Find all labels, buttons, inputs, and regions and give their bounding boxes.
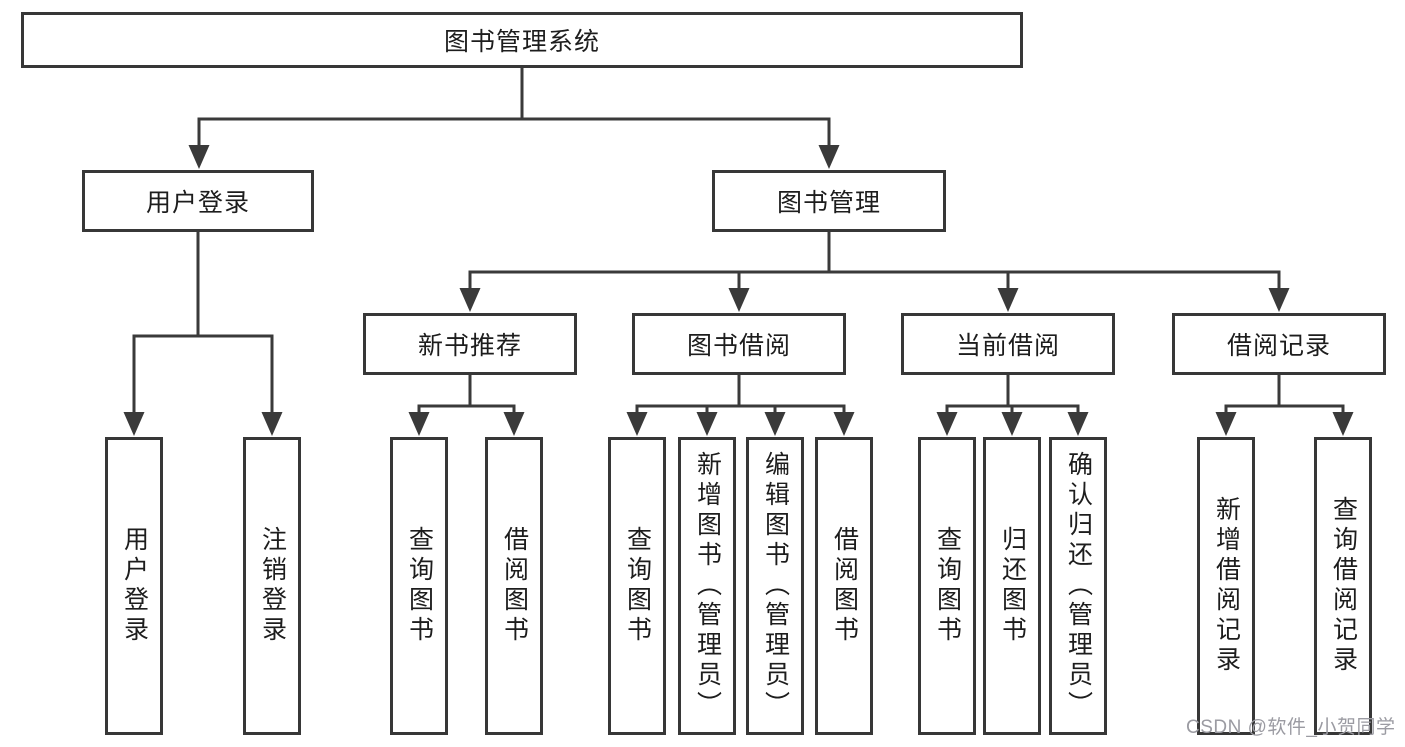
leaf-borrow-add-books-admin: 新增图书︵管理员︶: [678, 437, 736, 735]
leaf-label: 查询图书: [405, 526, 434, 646]
leaf-label: 归还图书: [998, 526, 1027, 646]
leaf-label: 借阅图书: [830, 526, 859, 646]
leaf-logout: 注销登录: [243, 437, 301, 735]
node-current-borrow-label: 当前借阅: [955, 332, 1060, 360]
node-book-borrow-label: 图书借阅: [686, 332, 791, 360]
leaf-label: 查询图书: [623, 526, 652, 646]
leaf-records-add-record: 新增借阅记录: [1197, 437, 1255, 735]
leaf-label: 新增图书︵管理员︶: [693, 451, 722, 721]
leaf-borrow-edit-books-admin: 编辑图书︵管理员︶: [746, 437, 804, 735]
leaf-recommend-query-books: 查询图书: [390, 437, 448, 735]
leaf-label: 借阅图书: [500, 526, 529, 646]
leaf-label: 编辑图书︵管理员︶: [761, 451, 790, 721]
leaf-records-query-record: 查询借阅记录: [1314, 437, 1372, 735]
node-borrow-records-label: 借阅记录: [1226, 332, 1331, 360]
node-root: 图书管理系统: [21, 12, 1023, 68]
leaf-label: 新增借阅记录: [1212, 496, 1241, 676]
leaf-user-login: 用户登录: [105, 437, 163, 735]
node-book-management-label: 图书管理: [776, 189, 881, 217]
leaf-label: 查询图书: [933, 526, 962, 646]
node-root-label: 图书管理系统: [443, 28, 600, 56]
node-current-borrow: 当前借阅: [901, 313, 1115, 375]
node-borrow-records: 借阅记录: [1172, 313, 1386, 375]
leaf-recommend-borrow-books: 借阅图书: [485, 437, 543, 735]
leaf-label: 用户登录: [120, 526, 149, 646]
node-user-login-label: 用户登录: [145, 189, 250, 217]
leaf-current-confirm-return-admin: 确认归还︵管理员︶: [1049, 437, 1107, 735]
leaf-current-return-books: 归还图书: [983, 437, 1041, 735]
leaf-current-query-books: 查询图书: [918, 437, 976, 735]
leaf-borrow-borrow-books: 借阅图书: [815, 437, 873, 735]
leaf-borrow-query-books: 查询图书: [608, 437, 666, 735]
node-user-login: 用户登录: [82, 170, 314, 232]
leaf-label: 查询借阅记录: [1329, 496, 1358, 676]
node-new-book-recommend: 新书推荐: [363, 313, 577, 375]
node-book-borrow: 图书借阅: [632, 313, 846, 375]
node-book-management: 图书管理: [712, 170, 946, 232]
csdn-watermark: CSDN @软件_小贺同学: [1186, 717, 1396, 738]
leaf-label: 注销登录: [258, 526, 287, 646]
node-new-book-recommend-label: 新书推荐: [417, 332, 522, 360]
leaf-label: 确认归还︵管理员︶: [1064, 451, 1093, 721]
